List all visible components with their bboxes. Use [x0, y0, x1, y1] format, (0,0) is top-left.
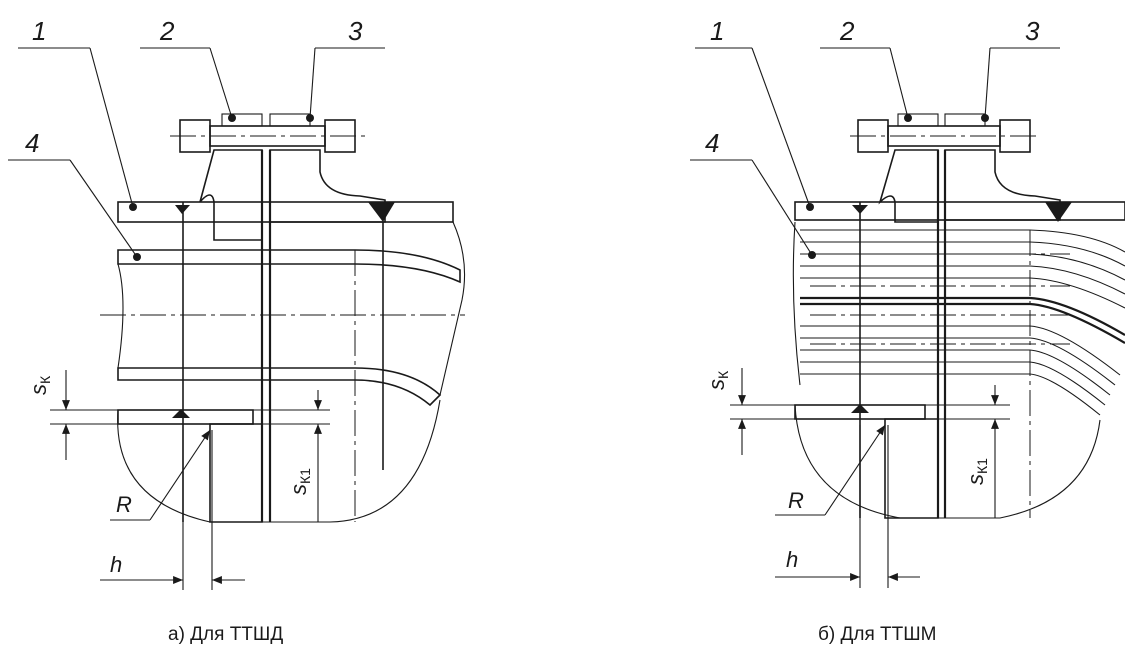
- callout-3-a: 3: [348, 16, 363, 46]
- flange-right-a: [269, 149, 386, 223]
- callout-3-b: 3: [1025, 16, 1040, 46]
- callout-1-b: 1: [710, 16, 724, 46]
- tube-bundle-b: [800, 229, 1125, 416]
- dim-sk1-a: sК1: [286, 468, 313, 495]
- dim-sk-a: sК: [26, 375, 53, 395]
- dim-R-b: R: [788, 488, 804, 513]
- flange-left-a: [199, 149, 263, 241]
- caption-b: б) Для ТТШМ: [818, 624, 936, 645]
- dim-R-a: R: [116, 492, 132, 517]
- shell-wall-a: [117, 201, 454, 223]
- dim-h-a: h: [110, 552, 122, 577]
- svg-text:sК: sК: [26, 375, 53, 395]
- callout-4-a: 4: [25, 128, 39, 158]
- callout-2-a: 2: [159, 16, 175, 46]
- svg-text:sК1: sК1: [286, 468, 313, 495]
- svg-text:sК: sК: [704, 370, 731, 390]
- shell-wall-b: [794, 201, 1125, 221]
- tube-upper-wall-a: [117, 249, 461, 284]
- dim-sk-b: sК: [704, 370, 731, 390]
- callout-1-a: 1: [32, 16, 46, 46]
- drawing-b: [690, 47, 1125, 588]
- dim-h-b: h: [786, 547, 798, 572]
- callout-2-b: 2: [839, 16, 855, 46]
- callout-4-b: 4: [705, 128, 719, 158]
- drawing-a: [8, 47, 466, 590]
- caption-a: а) Для ТТШД: [168, 624, 283, 645]
- svg-text:sК1: sК1: [963, 458, 990, 485]
- tube-lower-wall-a: [117, 367, 442, 407]
- dim-sk1-b: sК1: [963, 458, 990, 485]
